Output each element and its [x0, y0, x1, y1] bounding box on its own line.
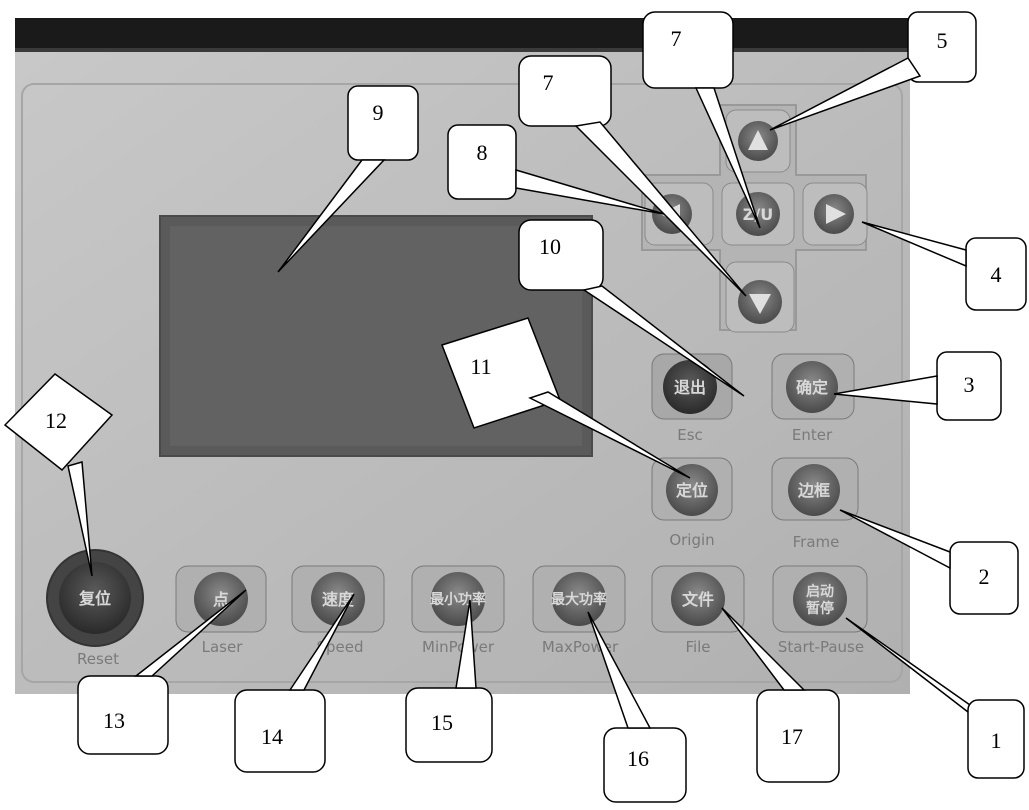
minpower-label: MinPower [422, 638, 495, 656]
svg-text:16: 16 [627, 746, 649, 771]
laser-label: Laser [202, 638, 244, 656]
pause-cn-label: 暂停 [806, 600, 834, 617]
file-label: File [685, 638, 710, 656]
start-pause-button[interactable]: 启动 暂停 [772, 565, 868, 633]
file-cn-label: 文件 [682, 590, 714, 609]
svg-text:4: 4 [991, 262, 1002, 287]
right-arrow-button[interactable] [802, 182, 868, 246]
svg-text:1: 1 [991, 728, 1002, 753]
zu-button[interactable]: Z/U [721, 182, 795, 246]
esc-button[interactable]: 退出 [651, 353, 733, 420]
svg-text:12: 12 [45, 408, 67, 433]
callout-10: 10 [518, 219, 745, 397]
callout-7-second: 7 [518, 55, 747, 297]
right-arrow-icon [826, 204, 846, 224]
origin-cn-label: 定位 [675, 481, 708, 500]
callout-12: 12 [3, 373, 114, 577]
up-arrow-button[interactable] [725, 109, 791, 173]
up-arrow-icon [748, 130, 768, 150]
svg-text:15: 15 [431, 710, 453, 735]
svg-text:7: 7 [671, 26, 682, 51]
esc-label: Esc [677, 426, 703, 444]
laser-button[interactable]: 点 [175, 565, 267, 633]
callout-17: 17 [721, 607, 840, 783]
down-arrow-icon [749, 294, 771, 314]
svg-text:7: 7 [543, 70, 554, 95]
esc-cn-label: 退出 [674, 378, 706, 397]
svg-text:17: 17 [781, 724, 803, 749]
start-pause-label: Start-Pause [778, 638, 864, 656]
callout-7-top: 7 [642, 11, 761, 229]
reset-button[interactable]: 复位 [46, 549, 144, 647]
svg-text:14: 14 [261, 724, 283, 749]
callout-13: 13 [77, 589, 247, 755]
photo-top-edge [15, 18, 910, 48]
svg-text:3: 3 [964, 372, 975, 397]
origin-label: Origin [669, 531, 714, 549]
file-button[interactable]: 文件 [651, 565, 745, 633]
svg-text:5: 5 [937, 28, 948, 53]
callout-9: 9 [277, 85, 419, 273]
callout-11: 11 [441, 317, 691, 479]
svg-text:10: 10 [539, 234, 561, 259]
enter-label: Enter [792, 426, 833, 444]
maxpower-button[interactable]: 最大功率 [532, 565, 626, 633]
svg-text:13: 13 [103, 708, 125, 733]
callout-8: 8 [447, 124, 665, 215]
callout-16: 16 [587, 611, 687, 803]
svg-text:11: 11 [470, 354, 491, 379]
frame-label: Frame [793, 533, 840, 551]
callout-3: 3 [833, 351, 1002, 421]
reset-cn-label: 复位 [78, 589, 111, 608]
start-cn-label: 启动 [806, 583, 834, 600]
enter-cn-label: 确定 [796, 378, 828, 397]
maxpower-cn-label: 最大功率 [551, 591, 607, 608]
zu-label: Z/U [743, 205, 773, 224]
svg-text:9: 9 [373, 100, 384, 125]
callout-5: 5 [769, 11, 977, 131]
laser-cn-label: 点 [213, 590, 229, 609]
reset-label: Reset [77, 650, 119, 668]
callout-4: 4 [861, 221, 1027, 311]
frame-cn-label: 边框 [797, 481, 830, 500]
svg-text:2: 2 [979, 564, 990, 589]
svg-text:8: 8 [477, 140, 488, 165]
callout-1: 1 [845, 617, 1025, 779]
origin-button[interactable]: 定位 [651, 457, 733, 521]
frame-button[interactable]: 边框 [771, 457, 859, 521]
callout-2: 2 [839, 509, 1019, 615]
callout-14: 14 [234, 593, 355, 773]
enter-button[interactable]: 确定 [771, 353, 855, 420]
minpower-button[interactable]: 最小功率 [411, 565, 505, 633]
callout-15: 15 [405, 599, 493, 763]
minpower-cn-label: 最小功率 [430, 591, 486, 608]
speed-button[interactable]: 速度 [291, 565, 385, 633]
down-arrow-button[interactable] [725, 261, 795, 333]
